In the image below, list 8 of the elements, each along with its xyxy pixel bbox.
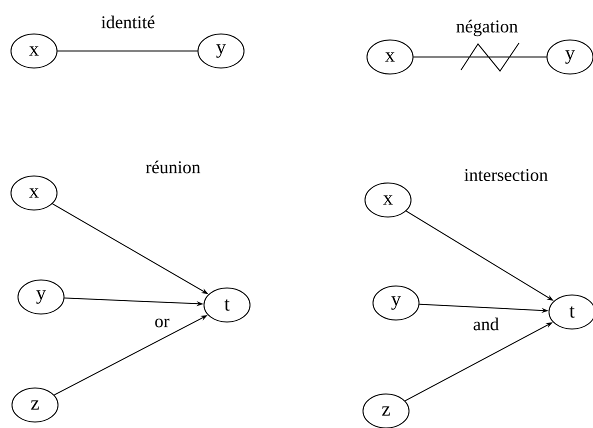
panel-label: or (155, 318, 170, 328)
panel-label: and (474, 318, 499, 330)
panel-label: réunion (146, 160, 200, 174)
panel-label: intersection (464, 168, 548, 182)
connector-line (413, 56, 547, 58)
panel-label: négation (456, 20, 518, 36)
connector-line (57, 50, 198, 52)
panel-label: identité (101, 16, 154, 28)
